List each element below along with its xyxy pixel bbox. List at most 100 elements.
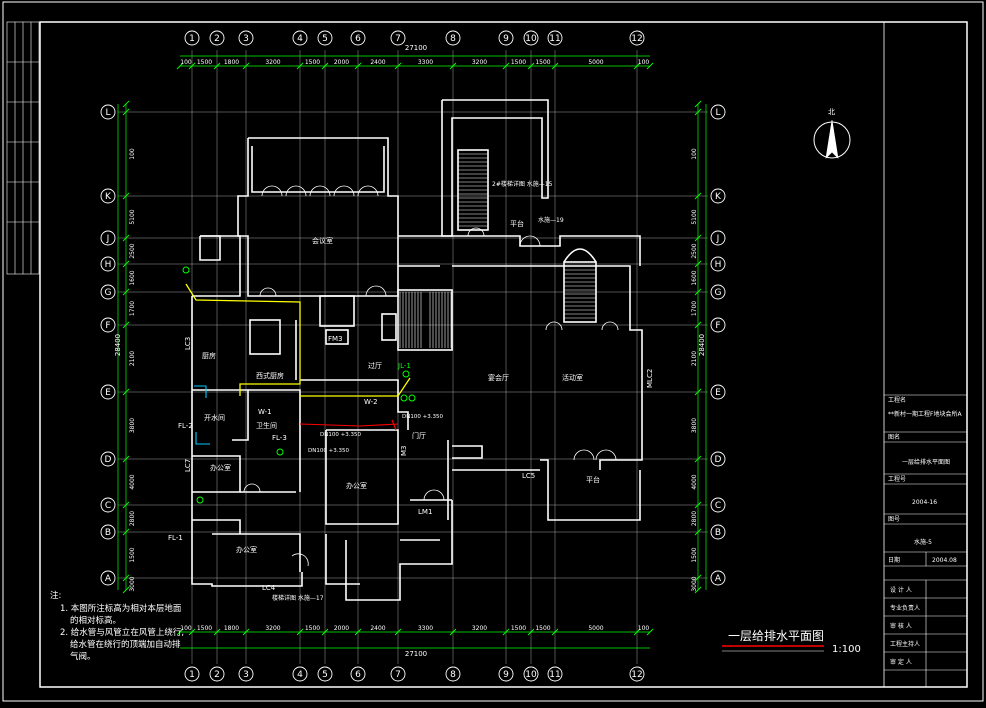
axis-bubble-col xyxy=(292,666,308,682)
dim-tick xyxy=(694,288,702,296)
pipe-label-fl3: FL-3 xyxy=(272,434,287,442)
axis-bubble-row xyxy=(710,284,726,300)
axis-bubble-row xyxy=(710,451,726,467)
axis-bubble-col xyxy=(292,30,308,46)
dim-tick xyxy=(296,628,304,636)
dim-text: 1500 xyxy=(305,59,320,66)
dim-tick xyxy=(213,628,221,636)
dim-tick xyxy=(176,62,184,70)
dim-tick xyxy=(694,586,702,594)
dim-text: 2800 xyxy=(691,511,698,526)
door-fm3: FM3 xyxy=(328,335,343,343)
axis-bubble-row xyxy=(100,524,116,540)
stair-ref-3: 楼梯详图 水施—17 xyxy=(272,594,324,602)
room-conference: 会议室 xyxy=(312,236,333,245)
axis-label-row: K xyxy=(715,192,722,202)
dim-text: 1700 xyxy=(691,301,698,316)
dim-tick xyxy=(502,628,510,636)
note-line-1: 1. 本图所注标高为相对本层地面 xyxy=(60,603,182,614)
dim-tick xyxy=(354,628,362,636)
pipe-label-w1: W-1 xyxy=(258,408,272,416)
axis-bubble-row xyxy=(710,497,726,513)
room-labels: 会议室 厨房 西式厨房 过厅 宴会厅 活动室 办公室 办公室 办公室 门厅 平台… xyxy=(202,219,600,554)
element-labels: LC3 LC7 LC4 LC5 MLC2 LM1 M3 FM3 JL-1 W-1… xyxy=(168,180,654,602)
room-activity: 活动室 xyxy=(562,373,583,382)
axis-label-col: 5 xyxy=(322,34,328,44)
dim-total-top: 27100 xyxy=(405,44,427,52)
axis-bubble-row xyxy=(100,451,116,467)
dim-text: 2500 xyxy=(691,243,698,258)
pipe-risers xyxy=(182,266,416,504)
dim-tick xyxy=(694,388,702,396)
axis-bubble-col xyxy=(629,666,645,682)
axis-bubble-col xyxy=(317,666,333,682)
room-bath: 卫生间 xyxy=(256,421,277,430)
pipe-elev-a: DN100 +3.350 xyxy=(402,414,443,420)
note-line-5: 气阀。 xyxy=(70,651,96,662)
axis-label-col: 8 xyxy=(450,34,456,44)
axis-bubble-row xyxy=(100,104,116,120)
axis-label-row: B xyxy=(105,528,111,538)
dim-tick xyxy=(694,501,702,509)
axis-bubble-col xyxy=(209,30,225,46)
note-line-2: 的相对标高。 xyxy=(70,615,121,626)
axis-label-col: 5 xyxy=(322,670,328,680)
drawing-scale: 1:100 xyxy=(832,644,861,655)
axis-label-row: A xyxy=(105,574,112,584)
room-banquet: 宴会厅 xyxy=(488,373,509,382)
building-walls xyxy=(191,99,643,601)
axis-bubble-row xyxy=(100,284,116,300)
drawing-title-text: 一层给排水平面图 xyxy=(728,629,824,643)
dim-text: 2100 xyxy=(129,351,136,366)
dim-text: 1500 xyxy=(197,59,212,66)
dim-text: 1500 xyxy=(535,59,550,66)
dim-tick xyxy=(633,62,641,70)
room-terrace-2: 平台 xyxy=(586,475,600,484)
dim-tick xyxy=(694,100,702,108)
dim-text: 1600 xyxy=(129,270,136,285)
note-line-4: 给水管在绕行的顶端加自动排 xyxy=(70,639,181,650)
axis-label-row: D xyxy=(105,455,112,465)
dim-tick xyxy=(694,321,702,329)
axis-bubble-col xyxy=(238,666,254,682)
axis-label-col: 2 xyxy=(214,34,220,44)
dim-tick xyxy=(449,628,457,636)
dim-tick xyxy=(321,628,329,636)
dim-text: 3200 xyxy=(265,625,280,632)
axis-label-col: 8 xyxy=(450,670,456,680)
pipe-elev-b: DN100 +3.350 xyxy=(320,432,361,438)
axis-label-col: 7 xyxy=(395,670,401,680)
hot-water-pipe xyxy=(194,385,210,445)
dim-text: 3200 xyxy=(265,59,280,66)
axis-bubble-row xyxy=(710,317,726,333)
axis-bubble-row xyxy=(100,497,116,513)
tb-drawing-name: 一层给排水平面图 xyxy=(902,458,950,466)
axis-label-row: C xyxy=(105,501,111,511)
axis-label-col: 11 xyxy=(549,34,560,44)
axis-label-row: K xyxy=(105,192,112,202)
room-kitchen: 厨房 xyxy=(202,351,216,360)
general-notes: 注: 1. 本图所注标高为相对本层地面 的相对标高。 2. 给水管与风管立在风管… xyxy=(50,590,184,662)
axis-label-col: 12 xyxy=(631,670,642,680)
room-boiler: 开水间 xyxy=(204,413,225,422)
axis-bubble-col xyxy=(498,30,514,46)
axis-bubble-col xyxy=(547,666,563,682)
dim-tick xyxy=(242,628,250,636)
dim-text: 2000 xyxy=(334,625,349,632)
dim-tick xyxy=(527,628,535,636)
dim-text: 3000 xyxy=(691,576,698,591)
axis-bubble-col xyxy=(547,30,563,46)
dim-text: 1800 xyxy=(224,59,239,66)
axis-bubble-col xyxy=(350,666,366,682)
dim-text: 1500 xyxy=(197,625,212,632)
dim-text: 2500 xyxy=(129,243,136,258)
dim-text: 2000 xyxy=(334,59,349,66)
dim-tick xyxy=(633,628,641,636)
dim-text: 5100 xyxy=(129,209,136,224)
tb-job-number: 2004-16 xyxy=(912,499,937,506)
door-lm1: LM1 xyxy=(418,508,432,516)
dim-text: 2800 xyxy=(129,511,136,526)
axis-label-col: 10 xyxy=(525,34,537,44)
axis-label-row: F xyxy=(105,321,110,331)
